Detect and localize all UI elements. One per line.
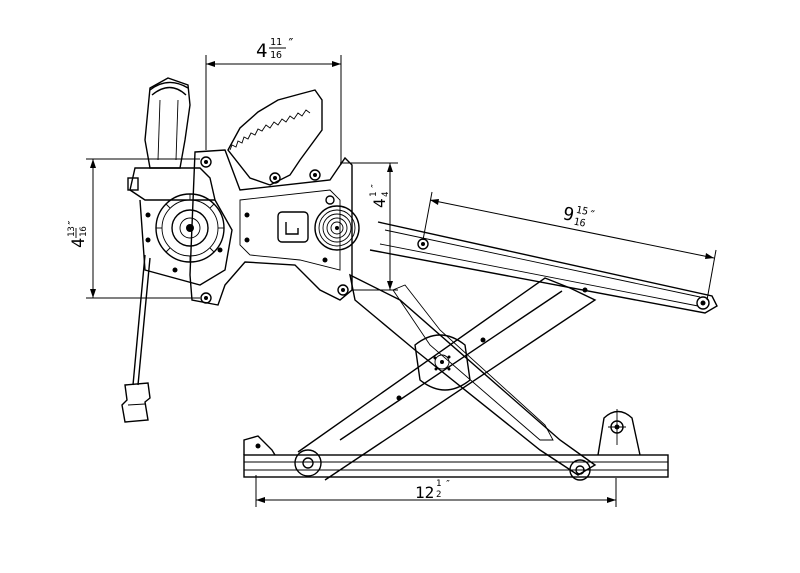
dim-left-num: 13: [67, 226, 77, 237]
dim-bottom-num: 1: [436, 479, 441, 489]
dim-left-whole: 4: [69, 238, 89, 248]
wire-connector: [121, 254, 151, 423]
dim-arm-den: 16: [573, 216, 587, 229]
dim-left-den: 16: [79, 226, 89, 237]
dim-top-num: 11: [270, 37, 282, 48]
dim-bottom-whole: 12: [415, 483, 434, 502]
mounting-plate: [189, 149, 353, 306]
spring-pivot: [314, 195, 360, 251]
dimension-pivot-height: 4 1 4 ″: [340, 162, 398, 291]
lift-arm-upper: [369, 221, 718, 314]
dim-pivot-whole: 4: [370, 198, 389, 208]
dim-bottom-den: 2: [436, 490, 441, 500]
motor-assembly: [127, 77, 233, 286]
scissor-arm-right: [349, 273, 597, 481]
bottom-rail: [243, 409, 669, 478]
dim-bottom-unit: ″: [445, 479, 451, 490]
dim-arm-whole: 9: [561, 203, 576, 226]
dim-pivot-num: 1: [369, 192, 379, 197]
dim-arm-num: 15: [575, 205, 589, 218]
dim-pivot-den: 4: [381, 192, 391, 197]
scissor-arm-left: [294, 277, 597, 481]
dimension-left-height: 4 13 16 ″: [66, 158, 200, 299]
dim-top-den: 16: [270, 50, 282, 61]
dim-left-unit: ″: [66, 219, 79, 226]
dim-top-unit: ″: [287, 37, 295, 52]
dimension-top-width: 4 11 16 ″: [205, 37, 342, 165]
dimension-arm-length: 9 15 16 ″: [422, 191, 717, 301]
dim-pivot-unit: ″: [370, 183, 381, 189]
dimension-bottom-width: 12 1 2 ″: [255, 475, 617, 507]
dim-arm-unit: ″: [587, 207, 597, 222]
dim-top-whole: 4: [256, 40, 267, 62]
sector-gear: [227, 89, 323, 186]
